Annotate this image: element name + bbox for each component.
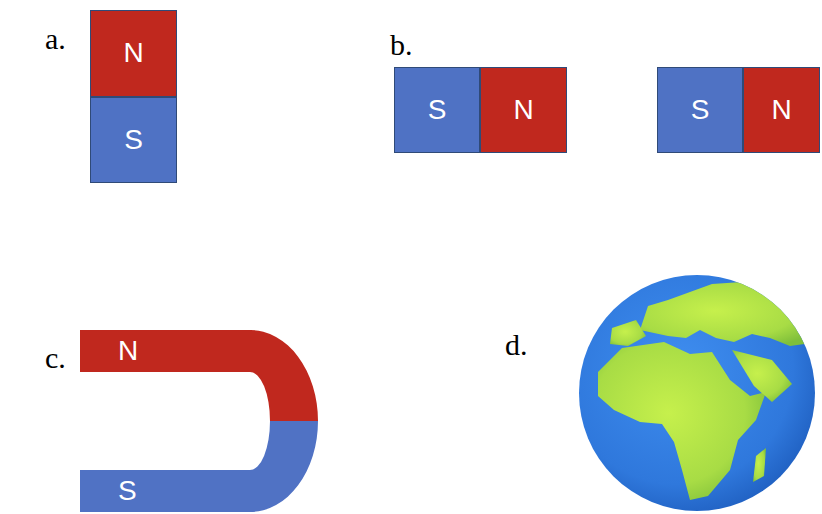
horseshoe-south-arm: S (80, 470, 252, 512)
north-pole-box: N (743, 67, 820, 153)
pole-letter: S (428, 95, 447, 126)
south-pole-box: S (90, 97, 177, 183)
panel-label: a. (45, 24, 66, 54)
earth-globe (579, 275, 818, 511)
horseshoe-north-arm: N (80, 330, 252, 372)
continents (580, 282, 818, 500)
pole-letter: S (124, 125, 143, 156)
north-pole-box: N (480, 67, 567, 153)
south-pole-box: S (657, 67, 743, 153)
panel-label: c. (45, 343, 66, 373)
pole-letter: N (771, 95, 791, 126)
panel-label: d. (505, 330, 528, 360)
south-pole-box: S (394, 67, 480, 153)
pole-letter: N (123, 38, 143, 69)
pole-letter: S (691, 95, 710, 126)
pole-letter: S (118, 476, 137, 507)
north-pole-box: N (90, 10, 177, 97)
panel-label: b. (390, 30, 413, 60)
horseshoe-south-bend (248, 421, 318, 512)
pole-letter: N (118, 336, 138, 367)
pole-letter: N (513, 95, 533, 126)
horseshoe-bend (248, 330, 318, 512)
horseshoe-north-bend (248, 330, 318, 421)
